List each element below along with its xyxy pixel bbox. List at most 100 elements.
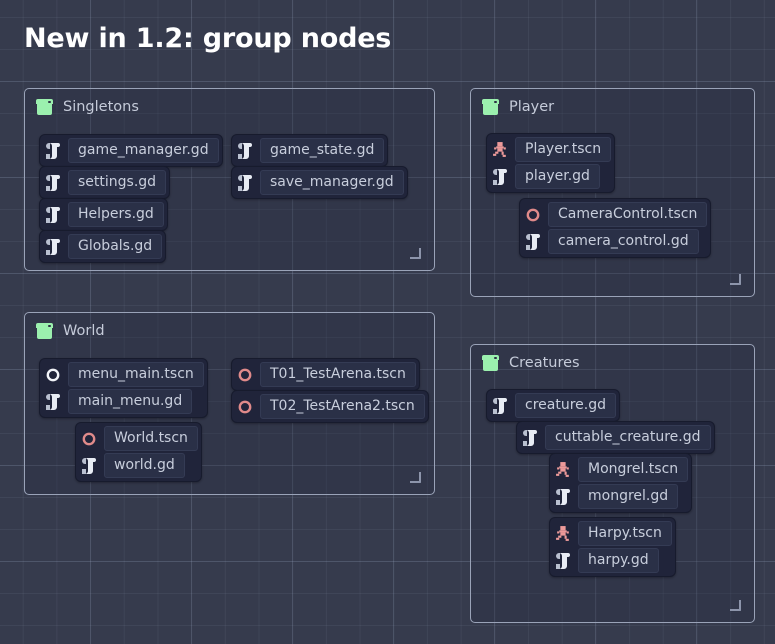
group-icon (36, 99, 53, 115)
group-title: Player (509, 99, 555, 115)
node-label: player.gd (515, 164, 600, 189)
group-resize-handle[interactable] (410, 248, 421, 259)
node-menu-main[interactable]: menu_main.tscn main_menu.gd (39, 358, 208, 418)
script-icon (43, 391, 63, 413)
node-label: menu_main.tscn (68, 362, 204, 387)
script-icon (553, 550, 573, 572)
node-row[interactable]: Globals.gd (43, 234, 163, 259)
node-settings[interactable]: settings.gd (39, 166, 171, 199)
node-row[interactable]: T02_TestArena2.tscn (235, 394, 425, 419)
node-mongrel[interactable]: Mongrel.tscn mongrel.gd (549, 453, 693, 513)
node-row[interactable]: T01_TestArena.tscn (235, 362, 416, 387)
node-label: Helpers.gd (68, 202, 164, 227)
node-world-scene[interactable]: World.tscn world.gd (75, 422, 202, 482)
script-icon (490, 166, 510, 188)
node-row[interactable]: game_state.gd (235, 138, 385, 163)
node-label: Player.tscn (515, 137, 612, 162)
group-resize-handle[interactable] (410, 472, 421, 483)
group-header-world[interactable]: World (36, 323, 105, 339)
group-resize-handle[interactable] (730, 600, 741, 611)
node-ring-white-icon (43, 364, 63, 386)
node-label: World.tscn (104, 426, 198, 451)
script-icon (43, 204, 63, 226)
character-icon (490, 139, 510, 161)
group-frame-singletons[interactable]: Singletons game_manager.gd (24, 88, 435, 271)
node-row[interactable]: cuttable_creature.gd (520, 425, 711, 450)
node-row[interactable]: Harpy.tscn (553, 521, 672, 546)
node-label: CameraControl.tscn (548, 202, 708, 227)
node-label: save_manager.gd (260, 170, 404, 195)
node-row[interactable]: settings.gd (43, 170, 167, 195)
group-header-creatures[interactable]: Creatures (482, 355, 580, 371)
node-label: camera_control.gd (548, 229, 699, 254)
script-icon (553, 486, 573, 508)
node-row[interactable]: player.gd (490, 164, 611, 189)
node-ring-icon (235, 396, 255, 418)
node-camera-control[interactable]: CameraControl.tscn camera_control.gd (519, 198, 712, 258)
group-icon (482, 99, 499, 115)
script-icon (43, 140, 63, 162)
group-frame-player[interactable]: Player (470, 88, 755, 297)
node-row[interactable]: CameraControl.tscn (523, 202, 708, 227)
group-header-player[interactable]: Player (482, 99, 554, 115)
node-row[interactable]: world.gd (79, 453, 198, 478)
node-player-scene[interactable]: Player.tscn player.gd (486, 133, 616, 193)
node-row[interactable]: mongrel.gd (553, 484, 688, 509)
node-label: creature.gd (515, 393, 616, 418)
node-label: mongrel.gd (578, 484, 679, 509)
node-row[interactable]: World.tscn (79, 426, 198, 451)
node-label: Mongrel.tscn (578, 457, 689, 482)
character-icon (553, 459, 573, 481)
node-label: T02_TestArena2.tscn (260, 394, 425, 419)
script-icon (43, 172, 63, 194)
node-label: T01_TestArena.tscn (260, 362, 416, 387)
script-icon (79, 455, 99, 477)
node-label: cuttable_creature.gd (545, 425, 711, 450)
node-creature[interactable]: creature.gd (486, 389, 620, 422)
node-row[interactable]: Mongrel.tscn (553, 457, 689, 482)
character-icon (553, 523, 573, 545)
node-row[interactable]: Helpers.gd (43, 202, 164, 227)
node-test-arena-1[interactable]: T01_TestArena.tscn (231, 358, 420, 391)
node-label: settings.gd (68, 170, 167, 195)
node-row[interactable]: harpy.gd (553, 548, 672, 573)
group-frame-creatures[interactable]: Creatures creature.gd (470, 344, 755, 623)
node-game-manager[interactable]: game_manager.gd (39, 134, 223, 167)
script-icon (43, 236, 63, 258)
node-label: world.gd (104, 453, 185, 478)
node-globals[interactable]: Globals.gd (39, 230, 167, 263)
node-test-arena-2[interactable]: T02_TestArena2.tscn (231, 390, 429, 423)
page-title: New in 1.2: group nodes (24, 23, 392, 54)
node-row[interactable]: Player.tscn (490, 137, 612, 162)
node-label: main_menu.gd (68, 389, 193, 414)
node-row[interactable]: menu_main.tscn (43, 362, 204, 387)
script-icon (490, 395, 510, 417)
node-row[interactable]: game_manager.gd (43, 138, 219, 163)
script-icon (235, 172, 255, 194)
group-icon (36, 323, 53, 339)
node-game-state[interactable]: game_state.gd (231, 134, 389, 167)
script-icon (523, 231, 543, 253)
node-harpy[interactable]: Harpy.tscn harpy.gd (549, 517, 676, 577)
group-icon (482, 355, 499, 371)
node-ring-icon (523, 204, 543, 226)
node-label: game_state.gd (260, 138, 385, 163)
node-label: Harpy.tscn (578, 521, 672, 546)
group-title: World (63, 323, 105, 339)
node-row[interactable]: main_menu.gd (43, 389, 204, 414)
group-resize-handle[interactable] (730, 274, 741, 285)
node-ring-icon (79, 428, 99, 450)
node-label: game_manager.gd (68, 138, 219, 163)
node-row[interactable]: creature.gd (490, 393, 616, 418)
node-cuttable-creature[interactable]: cuttable_creature.gd (516, 421, 715, 454)
script-icon (235, 140, 255, 162)
group-header-singletons[interactable]: Singletons (36, 99, 139, 115)
node-save-manager[interactable]: save_manager.gd (231, 166, 408, 199)
node-row[interactable]: save_manager.gd (235, 170, 404, 195)
node-helpers[interactable]: Helpers.gd (39, 198, 168, 231)
node-label: Globals.gd (68, 234, 163, 259)
node-label: harpy.gd (578, 548, 659, 573)
node-row[interactable]: camera_control.gd (523, 229, 707, 254)
group-frame-world[interactable]: World menu_main.tscn (24, 312, 435, 495)
